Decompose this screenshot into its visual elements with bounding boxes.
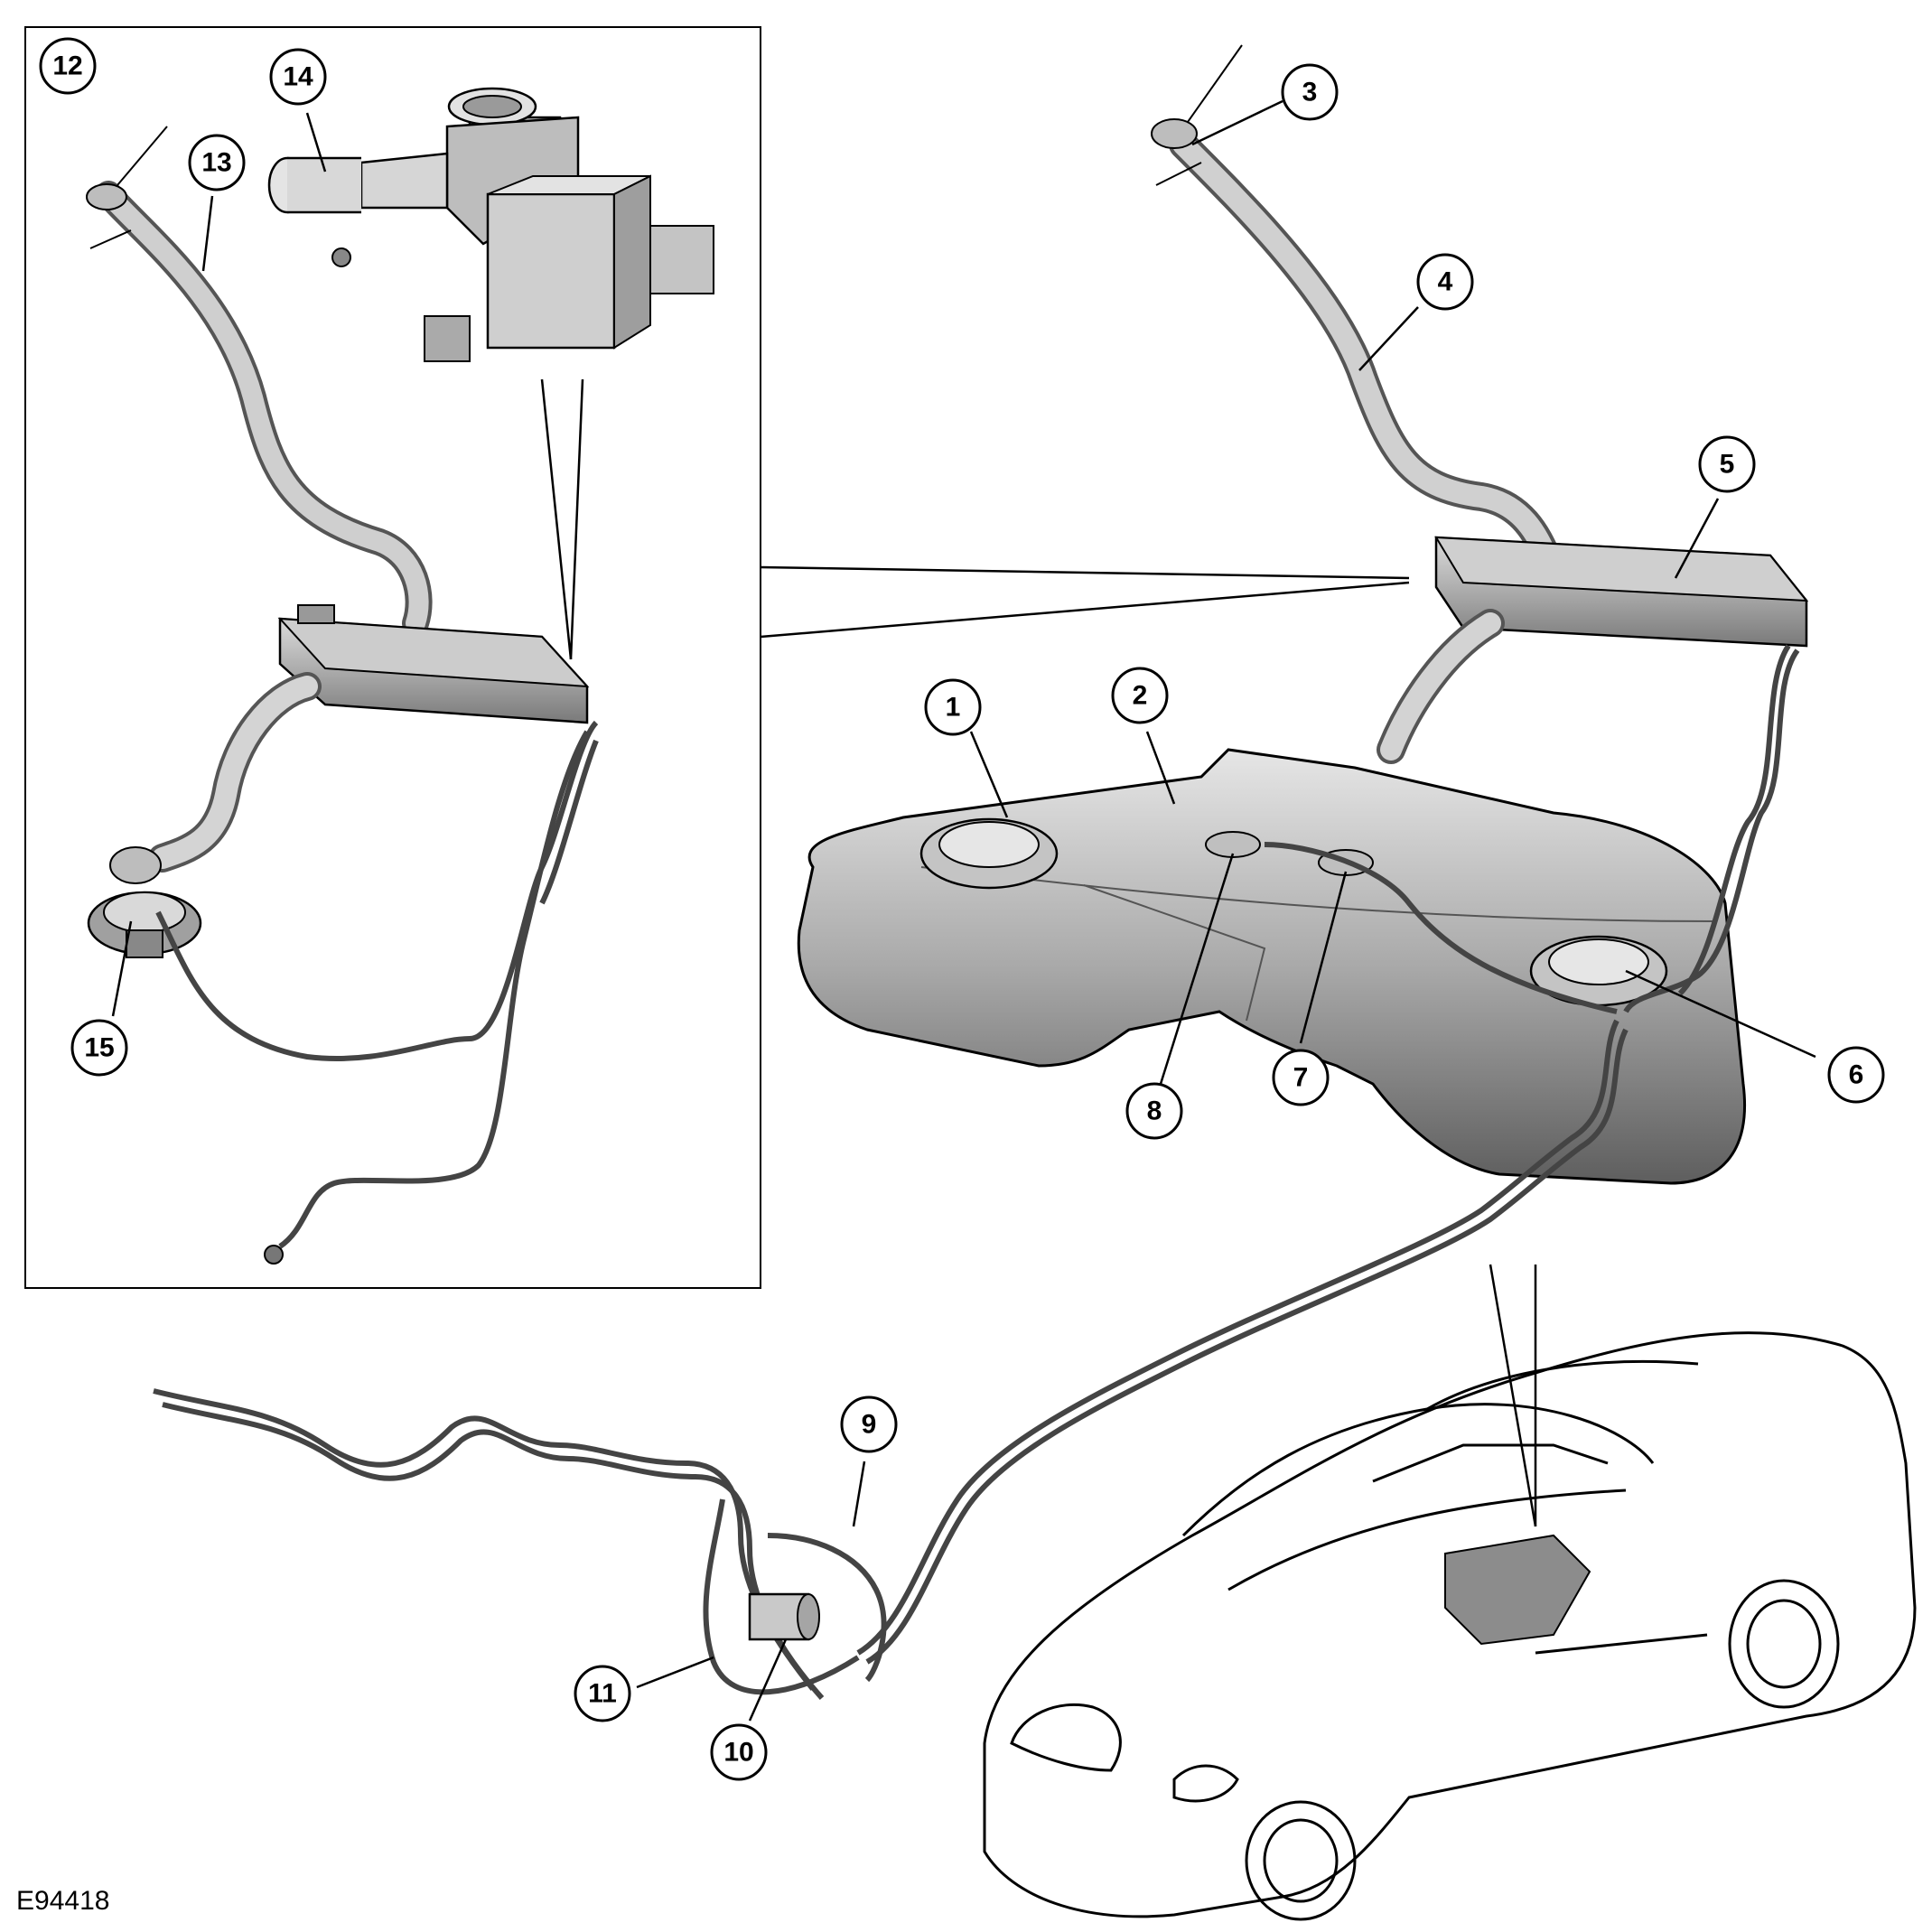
callout-3: 3: [1281, 63, 1339, 121]
inset-fuel-lines: [155, 720, 599, 1249]
inset-projection-line: [760, 581, 1410, 639]
leader-line-6: [1625, 969, 1816, 1059]
callout-13: 13: [188, 134, 246, 191]
car-projection-line: [1489, 1264, 1537, 1527]
callout-label: 11: [588, 1679, 617, 1709]
inset-canister: [277, 604, 590, 724]
front-fuel-lines: [153, 1388, 887, 1700]
callout-4: 4: [1416, 253, 1474, 311]
callout-label: 12: [52, 51, 82, 81]
callout-14: 14: [269, 48, 327, 106]
callout-9: 9: [840, 1395, 898, 1453]
callout-label: 7: [1293, 1063, 1309, 1093]
callout-label: 9: [862, 1410, 877, 1440]
callout-label: 13: [201, 148, 231, 178]
fuel-filter: [748, 1592, 820, 1641]
callout-label: 3: [1302, 78, 1318, 107]
leader-line-9: [852, 1461, 866, 1527]
callout-8: 8: [1125, 1082, 1183, 1140]
callout-label: 4: [1438, 267, 1453, 297]
leader-line-10: [748, 1638, 788, 1722]
callout-label: 10: [723, 1738, 753, 1768]
leader-line-1: [969, 731, 1009, 818]
leader-line-4: [1358, 306, 1419, 371]
callout-10: 10: [710, 1723, 768, 1781]
inset-valve-14: [267, 87, 714, 362]
callout-label: 14: [283, 62, 313, 92]
main-fill-pipe: [1377, 609, 1505, 764]
callout-11: 11: [574, 1665, 631, 1722]
leader-line-15: [111, 920, 133, 1017]
leader-line-14: [305, 112, 327, 173]
leader-line-8: [1159, 853, 1235, 1085]
vehicle-tank-hint: [1444, 1534, 1591, 1646]
inset-fill-pipe: [109, 672, 322, 884]
leader-line-13: [201, 195, 214, 272]
main-fuel-lines: [856, 644, 1800, 1665]
vehicle-outline: [983, 1331, 1917, 1921]
callout-5: 5: [1698, 435, 1756, 493]
callout-2: 2: [1111, 667, 1169, 724]
leader-line-7: [1299, 871, 1348, 1044]
callout-12: 12: [39, 37, 97, 95]
callout-label: 2: [1133, 681, 1148, 711]
fuel-pump-flange-right: [1529, 935, 1668, 1007]
callout-label: 1: [946, 693, 961, 723]
filler-neck: [1151, 44, 1568, 583]
leader-line-3: [1191, 99, 1283, 146]
callout-label: 15: [84, 1033, 114, 1063]
callout-label: 8: [1147, 1097, 1162, 1126]
valve-projection-line: [540, 378, 573, 660]
leader-line-2: [1145, 731, 1176, 805]
callout-label: 5: [1720, 450, 1735, 480]
valve-projection-line: [569, 378, 584, 660]
inset-projection-line: [760, 565, 1410, 580]
inset-pump-flange: [87, 891, 202, 958]
callout-1: 1: [924, 678, 982, 736]
fuel-pump-flange-left: [919, 817, 1059, 890]
inset-line-connector: [264, 1245, 284, 1265]
callout-15: 15: [70, 1019, 128, 1077]
callout-label: 6: [1849, 1060, 1864, 1090]
leader-line-11: [636, 1656, 714, 1689]
inset-filler-neck: [86, 126, 433, 637]
callout-7: 7: [1272, 1049, 1330, 1106]
carbon-canister: [1434, 536, 1809, 648]
leader-line-5: [1674, 498, 1720, 579]
figure-reference-code: E94418: [16, 1886, 110, 1916]
tank-valve-8: [1205, 831, 1261, 858]
inset-frame: [24, 26, 761, 1289]
callout-6: 6: [1827, 1046, 1885, 1104]
